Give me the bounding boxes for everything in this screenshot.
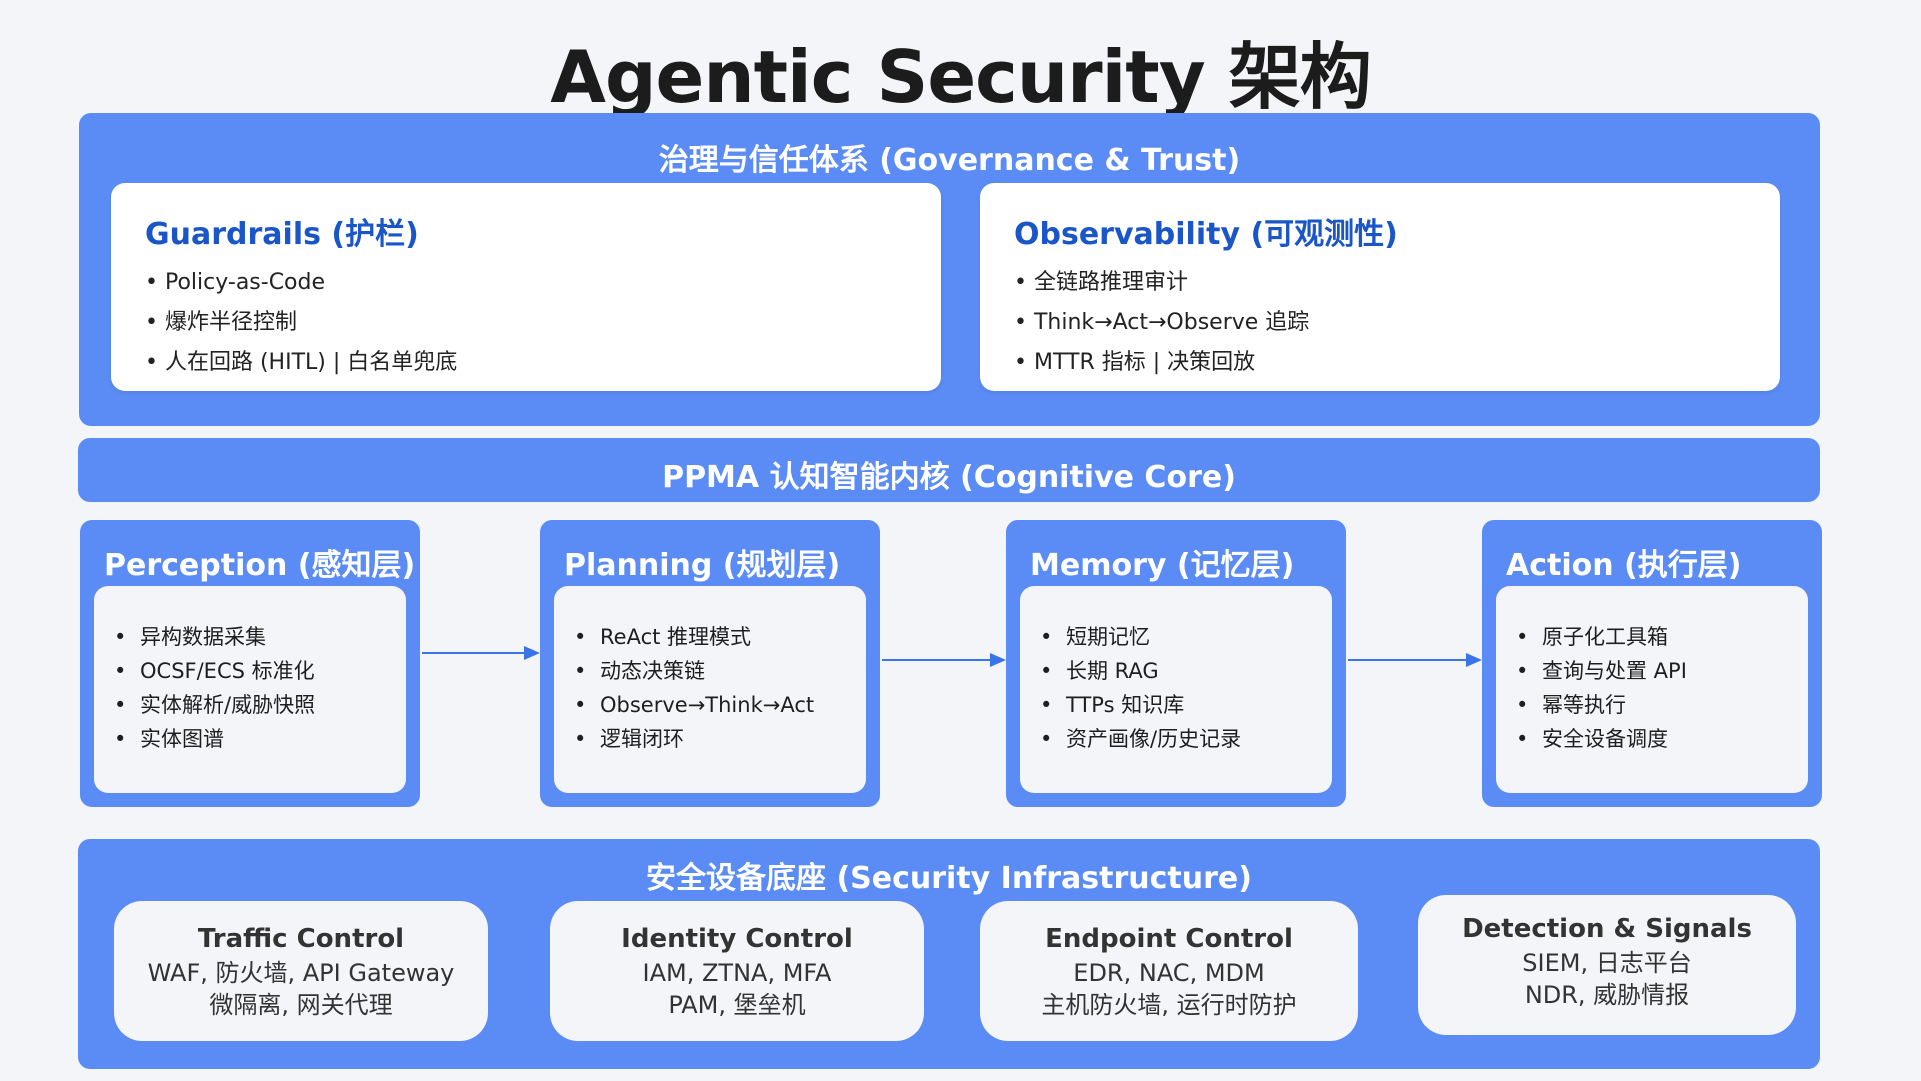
planning-item: ReAct 推理模式 <box>574 620 846 654</box>
perception-layer: Perception (感知层) 异构数据采集 OCSF/ECS 标准化 实体解… <box>80 520 420 807</box>
action-item: 幂等执行 <box>1516 688 1788 722</box>
action-item: 安全设备调度 <box>1516 722 1788 756</box>
detection-signals-card: Detection & Signals SIEM, 日志平台 NDR, 威胁情报 <box>1418 895 1796 1035</box>
infra-card-title: Detection & Signals <box>1462 914 1752 944</box>
observability-title: Observability (可观测性) <box>1014 217 1398 252</box>
infra-card-line: WAF, 防火墙, API Gateway <box>147 959 455 987</box>
memory-content: 短期记忆 长期 RAG TTPs 知识库 资产画像/历史记录 <box>1020 586 1332 793</box>
infrastructure-band: 安全设备底座 (Security Infrastructure) Traffic… <box>78 839 1820 1069</box>
memory-title: Memory (记忆层) <box>1030 548 1295 583</box>
observability-item: Think→Act→Observe 追踪 <box>1014 303 1746 343</box>
action-title: Action (执行层) <box>1506 548 1742 583</box>
infra-card-title: Identity Control <box>621 924 853 954</box>
memory-item: TTPs 知识库 <box>1040 688 1312 722</box>
perception-content: 异构数据采集 OCSF/ECS 标准化 实体解析/威胁快照 实体图谱 <box>94 586 406 793</box>
perception-item: OCSF/ECS 标准化 <box>114 654 386 688</box>
perception-title: Perception (感知层) <box>104 548 416 583</box>
infra-card-line: SIEM, 日志平台 <box>1522 949 1692 977</box>
page-title: Agentic Security 架构 <box>550 35 1371 119</box>
infra-card-line: NDR, 威胁情报 <box>1524 981 1690 1009</box>
infra-card-line: IAM, ZTNA, MFA <box>642 959 832 987</box>
arrow-right-icon <box>1348 653 1482 667</box>
planning-layer: Planning (规划层) ReAct 推理模式 动态决策链 Observe→… <box>540 520 880 807</box>
memory-layer: Memory (记忆层) 短期记忆 长期 RAG TTPs 知识库 资产画像/历… <box>1006 520 1346 807</box>
governance-title: 治理与信任体系 (Governance & Trust) <box>658 143 1241 178</box>
memory-item: 长期 RAG <box>1040 654 1312 688</box>
planning-item: Observe→Think→Act <box>574 688 846 722</box>
action-item: 查询与处置 API <box>1516 654 1788 688</box>
infra-card-line: PAM, 堡垒机 <box>668 991 806 1019</box>
planning-title: Planning (规划层) <box>564 548 841 583</box>
arrow-right-icon <box>882 653 1006 667</box>
guardrails-item: Policy-as-Code <box>145 263 907 303</box>
infra-card-line: EDR, NAC, MDM <box>1073 959 1265 987</box>
arrow-right-icon <box>422 646 540 660</box>
memory-item: 资产画像/历史记录 <box>1040 722 1312 756</box>
governance-band: 治理与信任体系 (Governance & Trust) Guardrails … <box>79 113 1820 426</box>
guardrails-item: 爆炸半径控制 <box>145 303 907 343</box>
endpoint-control-card: Endpoint Control EDR, NAC, MDM 主机防火墙, 运行… <box>980 901 1358 1041</box>
identity-control-card: Identity Control IAM, ZTNA, MFA PAM, 堡垒机 <box>550 901 924 1041</box>
traffic-control-card: Traffic Control WAF, 防火墙, API Gateway 微隔… <box>114 901 488 1041</box>
guardrails-card: Guardrails (护栏) Policy-as-Code 爆炸半径控制 人在… <box>111 183 941 391</box>
cognitive-core-title: PPMA 认知智能内核 (Cognitive Core) <box>662 460 1236 495</box>
action-layer: Action (执行层) 原子化工具箱 查询与处置 API 幂等执行 安全设备调… <box>1482 520 1822 807</box>
action-item: 原子化工具箱 <box>1516 620 1788 654</box>
perception-item: 异构数据采集 <box>114 620 386 654</box>
planning-content: ReAct 推理模式 动态决策链 Observe→Think→Act 逻辑闭环 <box>554 586 866 793</box>
action-content: 原子化工具箱 查询与处置 API 幂等执行 安全设备调度 <box>1496 586 1808 793</box>
infra-card-title: Endpoint Control <box>1045 924 1293 954</box>
observability-card: Observability (可观测性) 全链路推理审计 Think→Act→O… <box>980 183 1780 391</box>
guardrails-title: Guardrails (护栏) <box>145 217 419 252</box>
infra-card-line: 主机防火墙, 运行时防护 <box>1041 991 1297 1019</box>
observability-item: 全链路推理审计 <box>1014 263 1746 303</box>
planning-item: 逻辑闭环 <box>574 722 846 756</box>
guardrails-item: 人在回路 (HITL) | 白名单兜底 <box>145 343 907 383</box>
infrastructure-title: 安全设备底座 (Security Infrastructure) <box>646 861 1252 896</box>
perception-item: 实体图谱 <box>114 722 386 756</box>
infra-card-title: Traffic Control <box>197 924 405 954</box>
planning-item: 动态决策链 <box>574 654 846 688</box>
infra-card-line: 微隔离, 网关代理 <box>209 991 393 1019</box>
perception-item: 实体解析/威胁快照 <box>114 688 386 722</box>
memory-item: 短期记忆 <box>1040 620 1312 654</box>
cognitive-core-band: PPMA 认知智能内核 (Cognitive Core) <box>78 438 1820 502</box>
observability-item: MTTR 指标 | 决策回放 <box>1014 343 1746 383</box>
